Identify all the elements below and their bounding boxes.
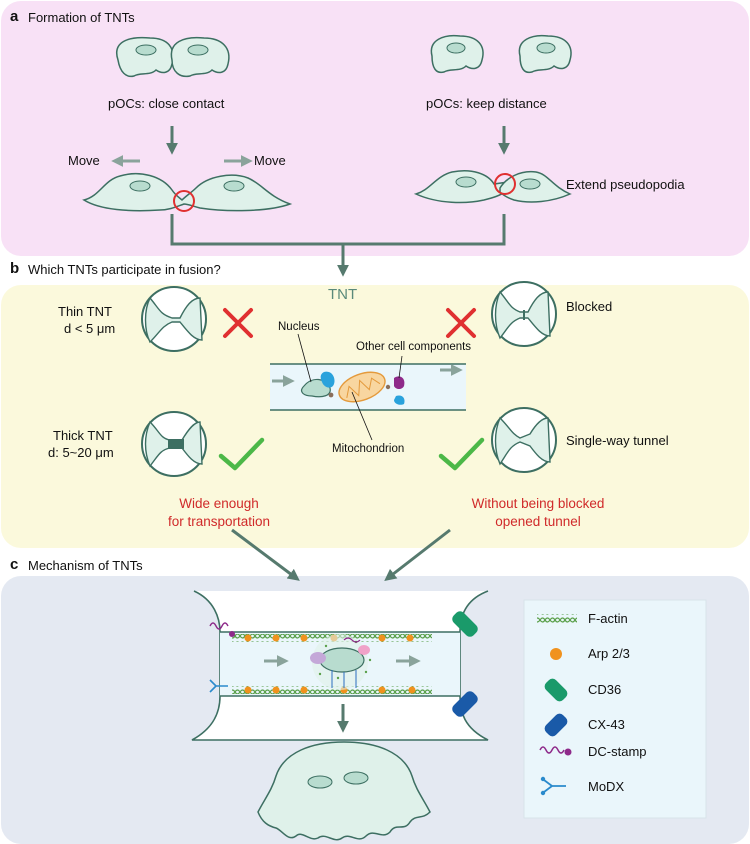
panel-b-background bbox=[1, 285, 749, 548]
cd36-icon bbox=[544, 678, 568, 702]
thick-tnt-label: Thick TNT bbox=[53, 428, 113, 443]
other-components-pointer bbox=[398, 355, 403, 379]
other-components-label: Other cell components bbox=[356, 341, 472, 353]
legend-box bbox=[523, 599, 707, 819]
without-blocked-line2: opened tunnel bbox=[495, 514, 581, 529]
thin-tnt-diameter: d < 5 μm bbox=[64, 321, 116, 336]
cx43-icon bbox=[544, 713, 568, 737]
mitochondrion-pointer bbox=[351, 391, 373, 441]
red-cross-right bbox=[446, 308, 476, 338]
purple-component bbox=[394, 376, 405, 389]
cell-pair-close-contact bbox=[116, 36, 230, 78]
wide-enough-line1: Wide enough bbox=[179, 496, 259, 511]
panel-a-title: Formation of TNTs bbox=[28, 10, 135, 25]
arrow-b-to-c-right bbox=[384, 528, 451, 581]
move-right-label: Move bbox=[254, 153, 286, 168]
thick-tnt-diameter: d: 5~20 μm bbox=[48, 445, 114, 460]
modx-icon bbox=[540, 776, 566, 796]
panel-a-background bbox=[1, 1, 749, 256]
thin-tnt-view bbox=[141, 286, 207, 352]
blocked-label: Blocked bbox=[566, 299, 613, 314]
wide-enough-line2: for transportation bbox=[167, 514, 271, 529]
dc-stamp-icon bbox=[539, 746, 572, 756]
legend-arp23-label: Arp 2/3 bbox=[588, 646, 630, 661]
f-actin-icon bbox=[537, 614, 577, 623]
legend-dc-stamp-label: DC-stamp bbox=[588, 744, 647, 759]
green-check-right bbox=[438, 437, 485, 471]
blue-organelle bbox=[320, 371, 335, 388]
pseudopodia-highlight-circle bbox=[494, 173, 516, 195]
tnt-mechanism-tube bbox=[191, 590, 489, 741]
single-way-label: Single-way tunnel bbox=[566, 433, 669, 448]
tnt-label: TNT bbox=[328, 286, 358, 303]
legend-cx43-label: CX-43 bbox=[588, 717, 625, 732]
thick-tnt-view bbox=[141, 411, 207, 477]
panel-c-letter: c bbox=[10, 556, 19, 573]
arrow-b-to-c-left bbox=[231, 528, 300, 581]
mitochondrion-label: Mitochondrion bbox=[332, 443, 405, 455]
without-blocked-line1: Without being blocked bbox=[471, 496, 605, 511]
red-cross-left bbox=[223, 308, 253, 338]
blue-small-component bbox=[394, 395, 405, 405]
cells-keep-distance bbox=[430, 34, 572, 74]
panel-b-letter: b bbox=[10, 260, 20, 277]
single-way-tnt-view bbox=[491, 407, 557, 473]
contact-highlight-circle bbox=[173, 190, 195, 212]
nucleus-pointer bbox=[297, 333, 312, 383]
legend-modx-label: MoDX bbox=[588, 779, 625, 794]
panel-c-title: Mechanism of TNTs bbox=[28, 558, 143, 573]
nucleus-label: Nucleus bbox=[278, 321, 320, 333]
move-left-label: Move bbox=[68, 153, 100, 168]
tnt-tube bbox=[270, 363, 466, 411]
keep-distance-caption: pOCs: keep distance bbox=[426, 96, 547, 111]
arp23-icon bbox=[550, 648, 562, 660]
cells-extend-pseudopodia bbox=[413, 170, 572, 204]
close-contact-caption: pOCs: close contact bbox=[108, 96, 225, 111]
panel-b-title: Which TNTs participate in fusion? bbox=[28, 262, 221, 277]
blocked-tnt-view bbox=[491, 281, 557, 347]
fused-osteoclast bbox=[257, 741, 431, 841]
green-check-left bbox=[218, 437, 265, 471]
panel-a-letter: a bbox=[10, 8, 19, 25]
legend-cd36-label: CD36 bbox=[588, 682, 622, 697]
extend-pseudopodia-label: Extend pseudopodia bbox=[566, 177, 685, 192]
legend-f-actin-label: F-actin bbox=[588, 611, 628, 626]
thin-tnt-label: Thin TNT bbox=[58, 304, 112, 319]
